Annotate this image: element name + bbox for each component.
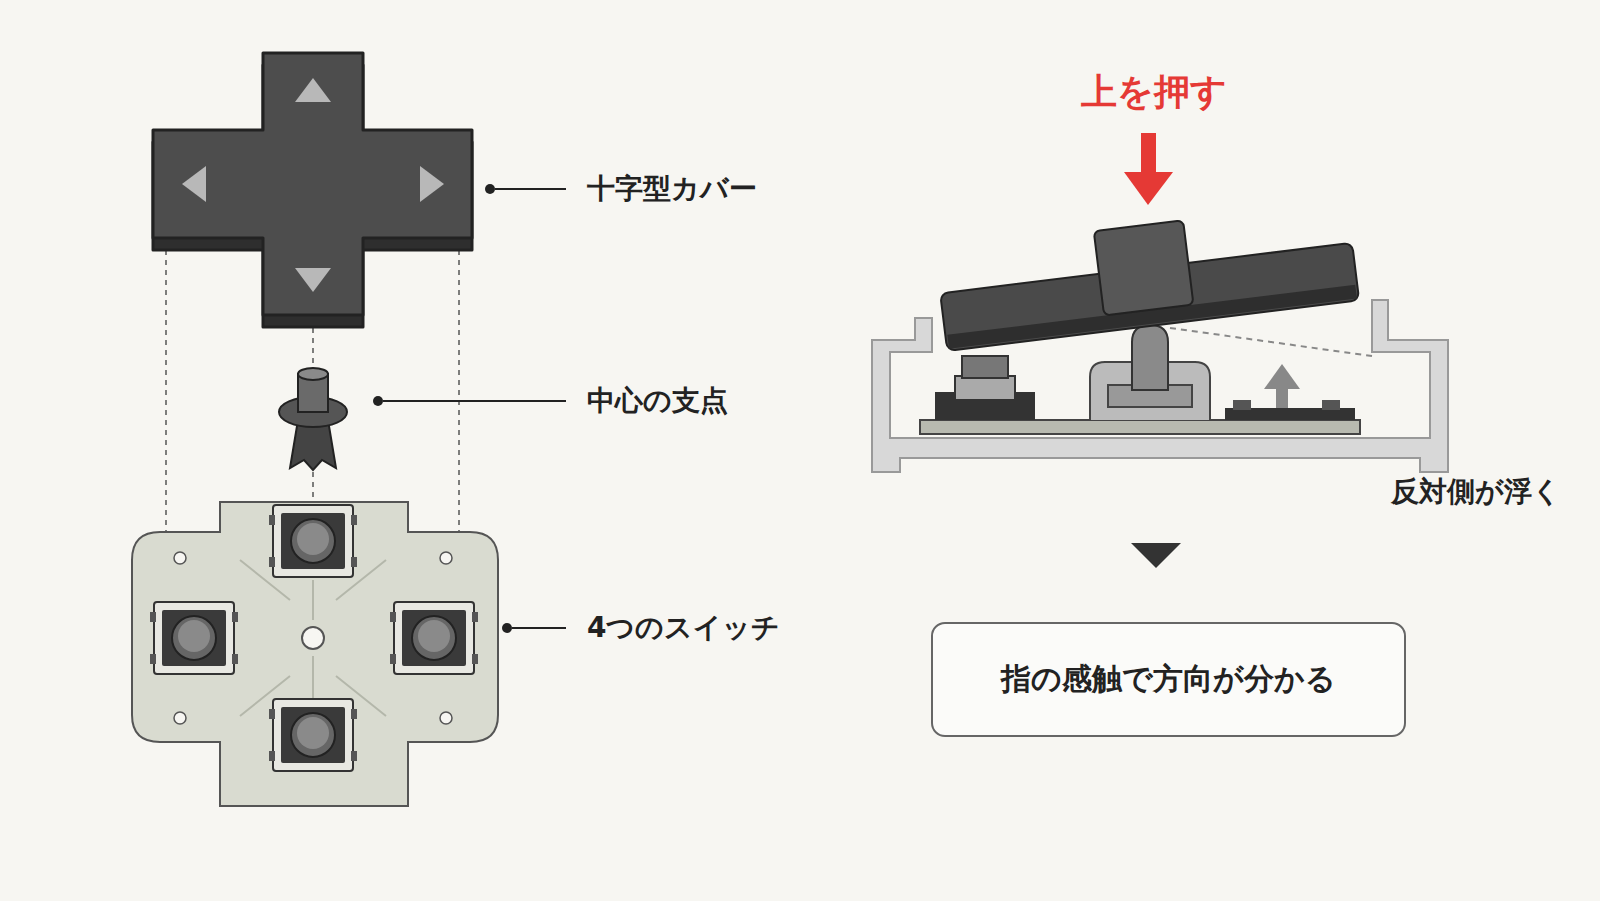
dpad-cover bbox=[153, 53, 472, 327]
leader-line-part bbox=[512, 627, 566, 629]
cross-section-part bbox=[1264, 364, 1300, 389]
cross-section-part bbox=[962, 356, 1008, 378]
dpad-cover-part bbox=[295, 268, 331, 292]
switch-board-part bbox=[269, 699, 357, 771]
switch-board-part bbox=[440, 712, 452, 724]
switch-board-part bbox=[240, 560, 386, 716]
cross-section-part bbox=[935, 200, 1359, 351]
cross-section-part bbox=[1170, 328, 1372, 356]
switch-board-part bbox=[440, 552, 452, 564]
dpad-cover-part bbox=[420, 166, 444, 202]
switch-board bbox=[132, 502, 498, 806]
leader-line-part bbox=[373, 396, 383, 406]
pivot-part-part bbox=[298, 368, 328, 380]
leader-line bbox=[373, 184, 566, 633]
cross-section-part bbox=[1233, 400, 1251, 410]
push-arrow-part bbox=[1141, 133, 1156, 175]
leader-line-part bbox=[502, 623, 512, 633]
cross-section-part bbox=[1322, 400, 1340, 410]
part-label: 4つのスイッチ bbox=[587, 611, 780, 645]
cross-section-part-part bbox=[1094, 220, 1194, 315]
result-box: 指の感触で方向が分かる bbox=[931, 622, 1406, 737]
cross-section-part bbox=[1276, 386, 1288, 408]
cross-section-part bbox=[920, 420, 1360, 434]
assembly-guide-part bbox=[312, 328, 314, 366]
switch-board-part bbox=[269, 505, 357, 577]
switch-board-part bbox=[150, 602, 238, 674]
cross-section-part bbox=[955, 376, 1015, 400]
dpad-cover-part bbox=[182, 166, 206, 202]
result-arrow bbox=[1131, 543, 1181, 568]
switch-board-part bbox=[390, 602, 478, 674]
switch-board-part bbox=[302, 627, 324, 649]
pivot-part bbox=[279, 368, 347, 470]
cross-section-part bbox=[1132, 325, 1168, 390]
part-label: 中心の支点 bbox=[587, 384, 728, 418]
part-label: 十字型カバー bbox=[587, 172, 757, 206]
push-arrow-part bbox=[1124, 172, 1173, 205]
dpad-cover-part bbox=[153, 53, 472, 315]
switch-board-part bbox=[174, 552, 186, 564]
leader-line-part bbox=[383, 400, 566, 402]
effect-label: 反対側が浮く bbox=[1391, 475, 1561, 509]
action-label: 上を押す bbox=[1081, 70, 1227, 113]
leader-line-part bbox=[495, 188, 566, 190]
assembly-guide-part bbox=[312, 472, 314, 505]
dpad-cover-part bbox=[295, 78, 331, 102]
switch-board-part bbox=[174, 712, 186, 724]
switch-board-part bbox=[132, 502, 498, 806]
leader-line-part bbox=[485, 184, 495, 194]
push-arrow bbox=[1124, 133, 1173, 205]
cross-section bbox=[872, 200, 1448, 472]
result-text: 指の感触で方向が分かる bbox=[1001, 659, 1336, 700]
